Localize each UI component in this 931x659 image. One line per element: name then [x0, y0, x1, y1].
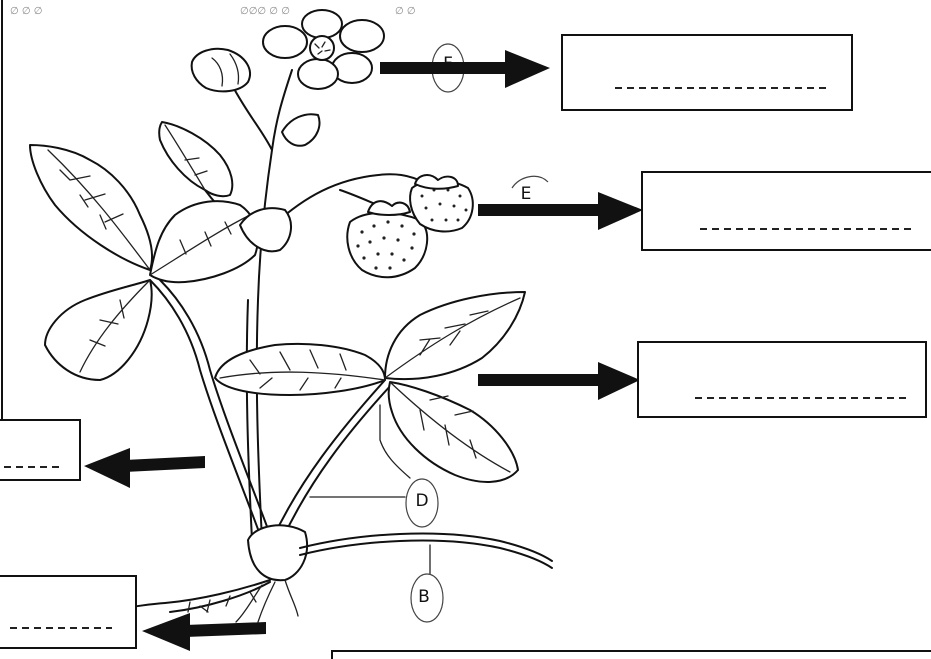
left-leaflet-top: [30, 145, 152, 270]
arrow-stem: [84, 448, 205, 488]
fruit-ripe-small: [410, 175, 473, 231]
arrow-root: [142, 613, 266, 651]
header-text-3: ∅ ∅: [395, 6, 416, 17]
header-noise: ∅ ∅ ∅ ∅∅∅ ∅ ∅ ∅ ∅: [10, 6, 416, 17]
callout-stem-letter: D: [415, 491, 428, 511]
middle-leaflet-left: [215, 344, 385, 395]
header-text-2: ∅∅∅ ∅ ∅: [240, 6, 290, 17]
answer-box-root[interactable]: [0, 576, 136, 648]
callout-fruit-letter: E: [521, 184, 532, 204]
flower-bud: [192, 49, 250, 92]
answer-box-flower[interactable]: [562, 35, 852, 110]
left-petiole: [150, 280, 262, 540]
right-petiole-2: [282, 384, 392, 540]
answer-box-fruit[interactable]: [642, 172, 931, 250]
flower-open: [263, 10, 384, 89]
callout-fruit: E: [512, 176, 548, 204]
callout-runner-letter: B: [418, 587, 430, 607]
callout-runner: B: [411, 574, 443, 622]
answer-box-stem[interactable]: [0, 420, 80, 480]
answer-box-leaf[interactable]: [638, 342, 926, 417]
answer-box-bottom[interactable]: [332, 651, 931, 659]
flower-stalk: [232, 85, 272, 150]
arrow-flower: [380, 50, 550, 88]
upper-leaflet-3: [282, 114, 319, 146]
header-text-1: ∅ ∅ ∅: [10, 6, 43, 17]
arrow-leaf: [478, 362, 640, 400]
roots: [130, 580, 298, 622]
arrow-fruit: [478, 192, 643, 230]
callout-stem: D: [406, 479, 438, 527]
strawberry-plant-drawing: [30, 10, 552, 622]
crown: [248, 525, 307, 580]
left-petiole-2: [160, 280, 272, 540]
middle-leaflet-bottom: [389, 382, 518, 482]
